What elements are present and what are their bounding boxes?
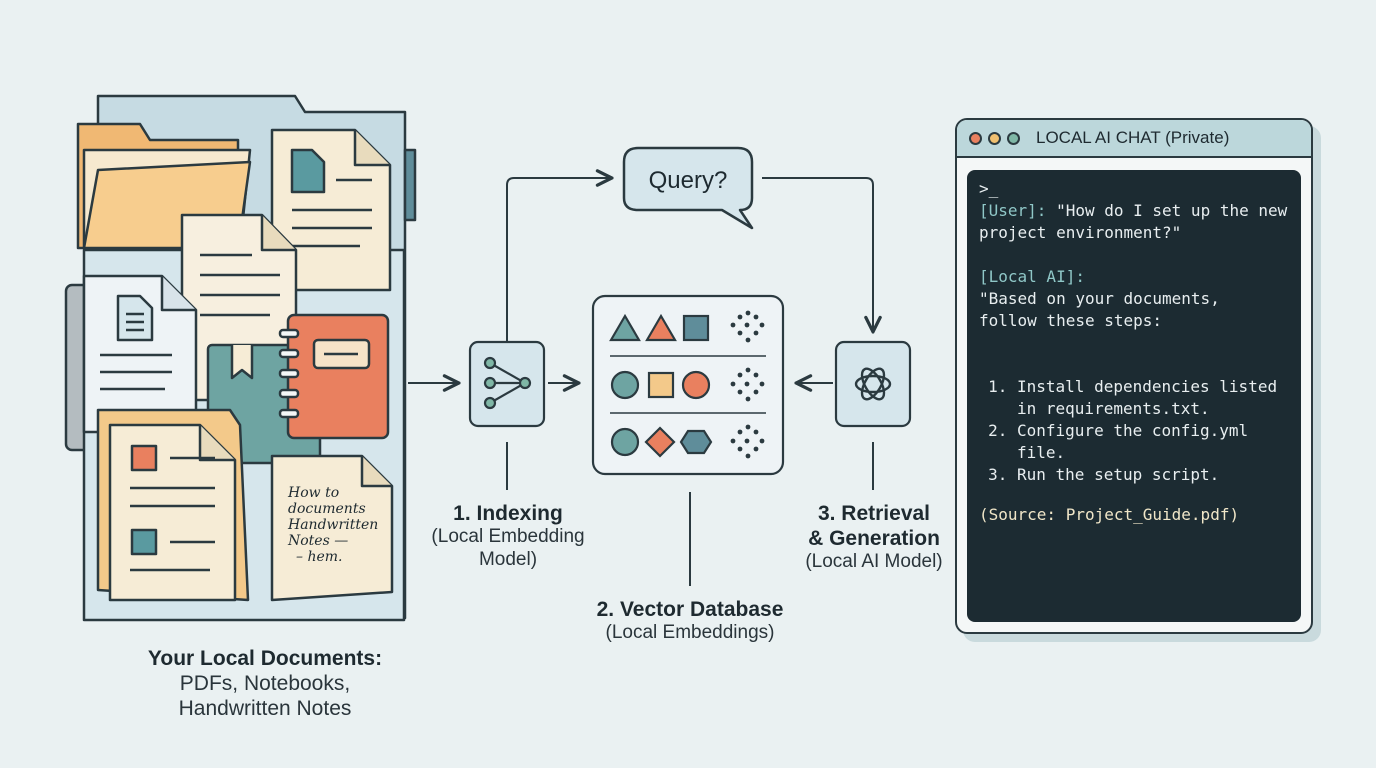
user-message-text: "How do I set up the new [1046,201,1288,220]
generation-title-line1: 3. Retrieval [817,502,931,525]
source-citation: (Source: Project_Guide.pdf) [979,505,1240,524]
ai-message-line1: "Based on your documents, [979,289,1220,308]
vector-db-subtitle: (Local Embeddings) [605,622,775,644]
documents-subtitle-line1: PDFs, Notebooks, [179,672,351,696]
user-message-line2: project environment?" [979,223,1182,242]
maximize-window-dot[interactable] [1007,131,1020,145]
note-line: Notes — [287,533,348,549]
close-window-dot[interactable] [969,131,982,145]
query-text: Query? [649,167,728,194]
chat-titlebar: LOCAL AI CHAT (Private) [957,120,1311,158]
vector-db-title: 2. Vector Database [596,598,784,621]
arrow-indexing-to-query [506,178,610,342]
indexing-subtitle-line1: (Local Embedding [431,526,585,548]
chat-window-title: LOCAL AI CHAT (Private) [1036,128,1230,147]
vector-db-label: 2. Vector Database (Local Embeddings) [570,597,810,645]
note-line: – hem. [296,549,342,565]
setup-steps-list: Install dependencies listed in requireme… [979,376,1289,486]
indexing-subtitle-line2: Model) [478,548,538,570]
note-line: Handwritten [287,517,378,533]
local-documents-illustration [64,94,417,622]
ai-model-icon [854,367,892,401]
network-icon [483,356,532,410]
flow-connectors [408,178,873,586]
minimize-window-dot[interactable] [988,131,1001,145]
terminal-prompt: >_ [979,179,999,198]
local-ai-chat-window: LOCAL AI CHAT (Private) >_ [User]: "How … [955,118,1313,634]
user-tag: [User]: [979,201,1047,220]
setup-step: Configure the config.yml file. [1017,420,1289,464]
indexing-box [468,340,546,428]
chat-screen[interactable]: >_ [User]: "How do I set up the new proj… [967,170,1301,622]
blank-line [979,244,1289,266]
indexing-label: 1. Indexing (Local Embedding Model) [413,501,603,572]
note-line: How to [287,485,339,501]
setup-step: Install dependencies listed in requireme… [1017,376,1289,420]
documents-title: Your Local Documents: [147,647,383,670]
documents-label: Your Local Documents: PDFs, Notebooks, H… [110,646,420,722]
documents-subtitle-line2: Handwritten Notes [178,697,352,721]
handwritten-note-text: How to documents Handwritten Notes — – h… [287,485,378,565]
vector-database-box [591,294,785,476]
indexing-title: 1. Indexing [453,502,563,525]
user-message-line1: [User]: "How do I set up the new [979,200,1289,222]
generation-box [834,340,912,428]
query-bubble: Query? [622,146,754,230]
blank-line [979,486,1289,504]
note-line: documents [288,501,366,517]
embedding-dots [730,310,765,459]
blank-line [979,332,1289,376]
setup-step: Run the setup script. [1017,464,1289,486]
arrow-query-to-generation [762,177,873,330]
generation-title-line2: & Generation [808,527,940,551]
ai-message-line2: follow these steps: [979,311,1163,330]
generation-subtitle: (Local AI Model) [805,551,943,573]
ai-tag: [Local AI]: [979,267,1085,286]
generation-label: 3. Retrieval & Generation (Local AI Mode… [786,501,962,574]
